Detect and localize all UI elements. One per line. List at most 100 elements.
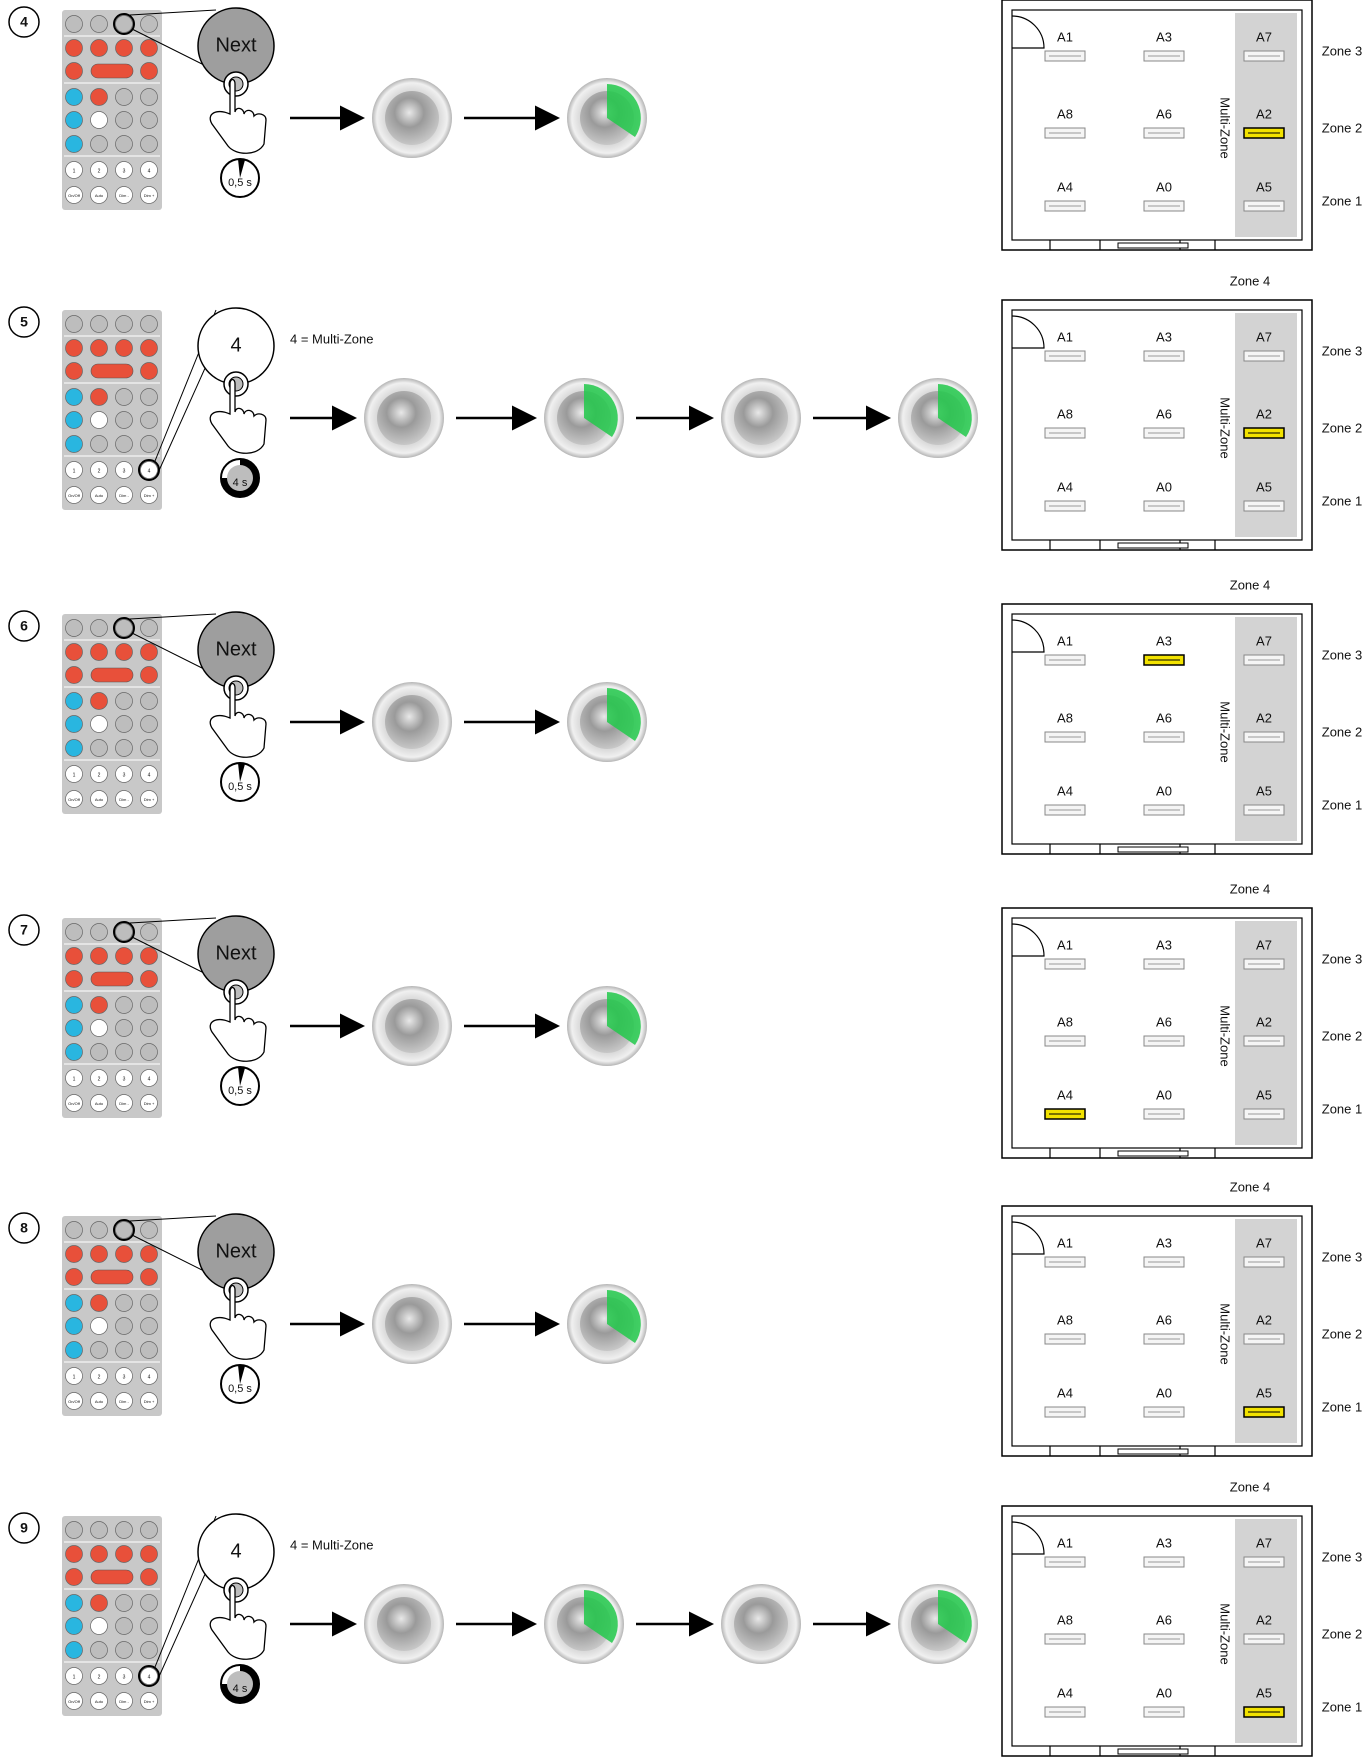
zone4-label: Zone 4 <box>1230 881 1270 896</box>
step-number: 7 <box>20 922 28 938</box>
remote-button <box>140 643 158 661</box>
step-number: 6 <box>20 618 28 634</box>
light-label-a1: A1 <box>1057 1535 1073 1550</box>
sensor-idle-icon <box>721 378 801 458</box>
remote-button <box>90 765 108 783</box>
remote-last-label: Dim - <box>119 193 129 198</box>
callout-button-label: Next <box>215 1240 257 1262</box>
light-label-a0: A0 <box>1156 1087 1172 1102</box>
remote-button <box>90 715 108 733</box>
remote-button <box>65 186 83 204</box>
light-label-a2: A2 <box>1256 1014 1272 1029</box>
remote-button <box>140 692 158 710</box>
light-label-a1: A1 <box>1057 1235 1073 1250</box>
remote-button <box>65 1392 83 1410</box>
remote-last-label: Auto <box>95 1399 104 1404</box>
sensor-green-sector <box>584 384 618 437</box>
remote-button <box>65 135 83 153</box>
remote-button <box>140 339 158 357</box>
remote-button <box>65 315 83 333</box>
sensor-lens <box>377 1597 431 1651</box>
light-label-a3: A3 <box>1156 1235 1172 1250</box>
timer-label: 4 s <box>233 1683 248 1695</box>
remote-button <box>140 790 158 808</box>
timer-tick <box>238 1365 245 1384</box>
light-label-a7: A7 <box>1256 633 1272 648</box>
remote-num-label: 4 <box>148 168 151 174</box>
remote-wide-button <box>90 971 134 987</box>
remote-num-label: 4 <box>148 772 151 778</box>
hand-icon <box>209 1284 267 1360</box>
remote-last-label: Dim - <box>119 797 129 802</box>
remote-button <box>140 1521 158 1539</box>
remote-last-label: On/Off <box>68 1101 81 1106</box>
callout-line <box>129 9 217 16</box>
light-label-a7: A7 <box>1256 1235 1272 1250</box>
remote-button <box>90 790 108 808</box>
remote-button <box>140 1245 158 1263</box>
remote-button <box>90 1094 108 1112</box>
step-badge <box>8 914 40 946</box>
hand-shape <box>209 682 267 758</box>
remote-button <box>90 15 108 33</box>
sensor-active-icon <box>567 682 647 762</box>
callout-button-label: Next <box>215 942 257 964</box>
room-inner-wall <box>1011 1215 1303 1447</box>
remote-button <box>65 765 83 783</box>
zone-label: Zone 2 <box>1322 1626 1362 1641</box>
remote-button <box>65 362 83 380</box>
remote-button <box>140 388 158 406</box>
remote-button <box>65 1245 83 1263</box>
sensor-green-sector <box>938 384 972 437</box>
light-label-a1: A1 <box>1057 29 1073 44</box>
callout-line <box>156 1571 207 1682</box>
remote-button <box>65 947 83 965</box>
door-arc <box>1011 315 1045 349</box>
remote-button <box>140 461 158 479</box>
remote-last-label: On/Off <box>68 193 81 198</box>
remote-button <box>140 1069 158 1087</box>
sensor-green-sector <box>584 1590 618 1643</box>
light-label-a2: A2 <box>1256 1612 1272 1627</box>
remote-body <box>62 918 162 1118</box>
timer-tick <box>238 159 245 178</box>
zone-label: Zone 1 <box>1322 1399 1362 1414</box>
light-label-a7: A7 <box>1256 329 1272 344</box>
sensor-lens <box>385 999 439 1053</box>
remote-num-label: 1 <box>73 772 76 778</box>
remote-button <box>90 1294 108 1312</box>
remote-button <box>65 1568 83 1586</box>
remote-button <box>115 739 133 757</box>
timer-tick <box>238 1067 245 1086</box>
hand-icon <box>209 378 267 454</box>
remote-button <box>140 186 158 204</box>
remote-button <box>90 1043 108 1061</box>
remote-button <box>115 1069 133 1087</box>
sensor-active-icon <box>898 378 978 458</box>
remote-body <box>62 1516 162 1716</box>
remote-button <box>115 923 133 941</box>
sensor-idle-icon <box>364 378 444 458</box>
remote-button <box>65 111 83 129</box>
remote-last-label: On/Off <box>68 493 81 498</box>
multizone-label: Multi-Zone <box>1218 1603 1233 1664</box>
remote-num-label: 4 <box>148 1674 151 1680</box>
remote-button <box>65 161 83 179</box>
sensor-lens <box>734 391 788 445</box>
hand-icon <box>209 1584 267 1660</box>
remote-last-label: On/Off <box>68 1699 81 1704</box>
remote-button <box>90 739 108 757</box>
remote-num-label: 1 <box>73 168 76 174</box>
remote-num-label: 4 <box>148 468 151 474</box>
light-label-a8: A8 <box>1057 1014 1073 1029</box>
press-timer: 0,5 s <box>220 762 260 802</box>
multizone-annotation: 4 = Multi-Zone <box>290 331 373 346</box>
remote-button <box>140 1294 158 1312</box>
remote-button <box>90 1521 108 1539</box>
